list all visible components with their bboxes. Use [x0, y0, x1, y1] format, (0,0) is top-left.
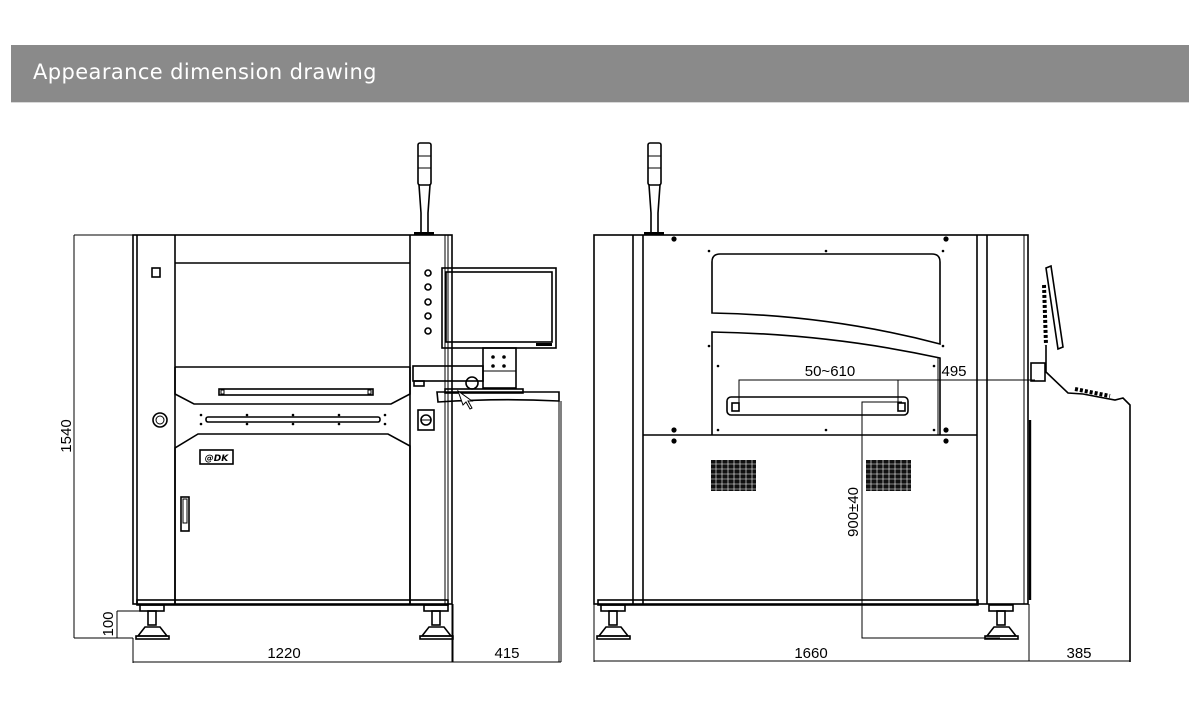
dim-depth-monitor: 385 [1066, 645, 1091, 662]
dim-width-body: 1220 [267, 645, 300, 662]
signal-tower-icon [414, 142, 434, 235]
dim-conveyor-width: 50~610 [805, 363, 855, 380]
leveling-foot-icon [596, 604, 631, 640]
vent-grille-icon [866, 460, 911, 491]
status-lights-icon [424, 269, 432, 335]
dim-conveyor-height: 900±40 [845, 487, 862, 537]
indicator-square-icon [151, 267, 161, 278]
door-handle-icon [180, 496, 190, 532]
emergency-stop-icon [152, 412, 168, 428]
key-switch-icon [417, 409, 435, 431]
dim-foot-height: 100 [100, 611, 117, 636]
side-view: 50~610 495 900±40 1660 385 [593, 142, 1131, 662]
dim-depth-body: 1660 [794, 645, 827, 662]
section-header: Appearance dimension drawing [11, 45, 1189, 103]
brand-logo-text: @DK [205, 454, 229, 464]
monitor-icon [412, 267, 560, 662]
dim-conveyor-offset: 495 [941, 363, 966, 380]
dim-width-monitor: 415 [494, 645, 519, 662]
brand-logo [199, 449, 234, 465]
vent-grille-icon [711, 460, 756, 491]
leveling-foot-icon [984, 604, 1019, 640]
section-title: Appearance dimension drawing [33, 60, 377, 84]
leveling-foot-icon [135, 604, 170, 640]
signal-tower-icon [644, 142, 664, 235]
leveling-foot-icon [419, 604, 454, 640]
dim-height-total: 1540 [58, 419, 75, 452]
mouse-cursor-icon [456, 389, 474, 410]
front-view: @DK [58, 142, 562, 663]
side-monitor-icon [1028, 264, 1131, 662]
